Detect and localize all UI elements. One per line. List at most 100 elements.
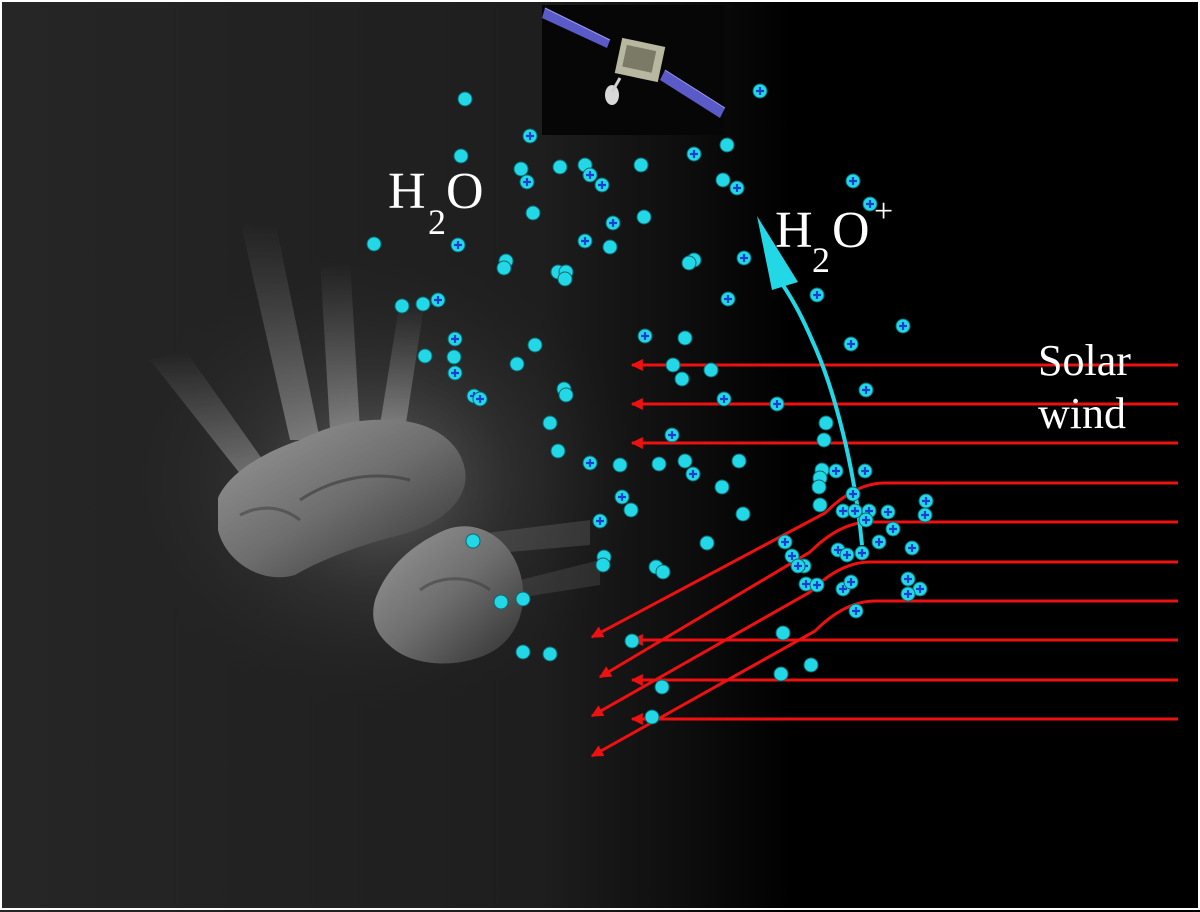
particles bbox=[366, 83, 934, 725]
neutral-water-molecule bbox=[515, 644, 531, 660]
water-ion bbox=[716, 391, 732, 407]
water-ion bbox=[614, 489, 630, 505]
neutral-water-molecule bbox=[557, 271, 573, 287]
water-ion bbox=[450, 237, 466, 253]
neutral-water-molecule bbox=[816, 432, 832, 448]
neutral-water-molecule bbox=[818, 415, 834, 431]
neutral-water-molecule bbox=[624, 633, 640, 649]
water-ion bbox=[839, 547, 855, 563]
water-ion bbox=[592, 513, 608, 529]
water-ion bbox=[880, 504, 896, 520]
neutral-water-molecule bbox=[415, 296, 431, 312]
neutral-water-molecule bbox=[655, 564, 671, 580]
water-ion bbox=[605, 215, 621, 231]
water-ion bbox=[809, 577, 825, 593]
neutral-water-molecule bbox=[453, 148, 469, 164]
water-ion bbox=[729, 180, 745, 196]
neutral-water-molecule bbox=[654, 679, 670, 695]
neutral-water-molecule bbox=[513, 161, 529, 177]
water-ion bbox=[790, 558, 806, 574]
water-ion bbox=[847, 503, 863, 519]
neutral-water-molecule bbox=[714, 479, 730, 495]
neutral-water-molecule bbox=[542, 646, 558, 662]
water-ion bbox=[519, 174, 535, 190]
neutral-water-molecule bbox=[515, 591, 531, 607]
neutral-water-molecule bbox=[651, 456, 667, 472]
water-ion bbox=[809, 287, 825, 303]
water-ion bbox=[843, 336, 859, 352]
neutral-water-molecule bbox=[465, 533, 481, 549]
water-ion bbox=[843, 574, 859, 590]
neutral-water-molecule bbox=[636, 209, 652, 225]
water-ion bbox=[522, 128, 538, 144]
neutral-water-molecule bbox=[394, 298, 410, 314]
neutral-water-molecule bbox=[558, 387, 574, 403]
neutral-water-molecule bbox=[735, 506, 751, 522]
neutral-water-molecule bbox=[366, 236, 382, 252]
neutral-water-molecule bbox=[773, 666, 789, 682]
water-ion bbox=[798, 576, 814, 592]
water-ion bbox=[430, 292, 446, 308]
neutral-water-molecule bbox=[417, 348, 433, 364]
water-ion bbox=[637, 328, 653, 344]
neutral-water-molecule bbox=[731, 453, 747, 469]
water-ion bbox=[845, 173, 861, 189]
neutral-water-molecule bbox=[552, 159, 568, 175]
water-ion bbox=[582, 455, 598, 471]
neutral-water-molecule bbox=[457, 91, 473, 107]
water-ion bbox=[686, 146, 702, 162]
neutral-water-molecule bbox=[595, 557, 611, 573]
neutral-water-molecule bbox=[644, 709, 660, 725]
neutral-water-molecule bbox=[602, 239, 618, 255]
water-ion bbox=[848, 603, 864, 619]
neutral-water-molecule bbox=[612, 457, 628, 473]
comet-nucleus-icon bbox=[218, 419, 524, 664]
neutral-water-molecule bbox=[525, 205, 541, 221]
neutral-water-molecule bbox=[542, 415, 558, 431]
water-ion bbox=[664, 427, 680, 443]
water-ion bbox=[871, 534, 887, 550]
neutral-water-label: H2O bbox=[388, 163, 484, 242]
water-ion bbox=[685, 466, 701, 482]
spacecraft-icon bbox=[542, 5, 726, 135]
solar-wind-arrows bbox=[590, 359, 1178, 758]
solar-wind-label-line1: Solar bbox=[1038, 336, 1131, 385]
water-ion bbox=[912, 581, 928, 597]
water-ion bbox=[447, 365, 463, 381]
neutral-water-molecule bbox=[509, 356, 525, 372]
dust-jets bbox=[150, 220, 600, 600]
neutral-water-molecule bbox=[677, 453, 693, 469]
neutral-water-molecule bbox=[677, 330, 693, 346]
neutral-water-molecule bbox=[775, 625, 791, 641]
solar-wind-label-line2: wind bbox=[1038, 389, 1126, 438]
solar-wind-deflected-streamline bbox=[590, 560, 1178, 718]
neutral-water-molecule bbox=[715, 172, 731, 188]
neutral-water-molecule bbox=[812, 497, 828, 513]
water-ion bbox=[577, 233, 593, 249]
water-ion bbox=[918, 493, 934, 509]
neutral-water-molecule bbox=[493, 594, 509, 610]
water-ion bbox=[900, 586, 916, 602]
neutral-water-molecule bbox=[446, 349, 462, 365]
water-ion bbox=[472, 391, 488, 407]
neutral-water-molecule bbox=[550, 443, 566, 459]
water-ion bbox=[769, 396, 785, 412]
neutral-water-molecule bbox=[527, 337, 543, 353]
water-ion-label: H2O+ bbox=[775, 193, 893, 280]
water-ion bbox=[582, 167, 598, 183]
neutral-water-molecule bbox=[496, 260, 512, 276]
neutral-water-molecule bbox=[803, 657, 819, 673]
neutral-water-molecule bbox=[623, 502, 639, 518]
water-ion bbox=[447, 331, 463, 347]
water-ion bbox=[594, 177, 610, 193]
water-ion bbox=[736, 250, 752, 266]
solar-wind-deflected-streamline bbox=[590, 599, 1178, 758]
water-ion bbox=[917, 507, 933, 523]
neutral-water-molecule bbox=[699, 535, 715, 551]
water-ion bbox=[885, 521, 901, 537]
water-ion bbox=[720, 291, 736, 307]
water-ion bbox=[858, 512, 874, 528]
water-ion bbox=[828, 463, 844, 479]
